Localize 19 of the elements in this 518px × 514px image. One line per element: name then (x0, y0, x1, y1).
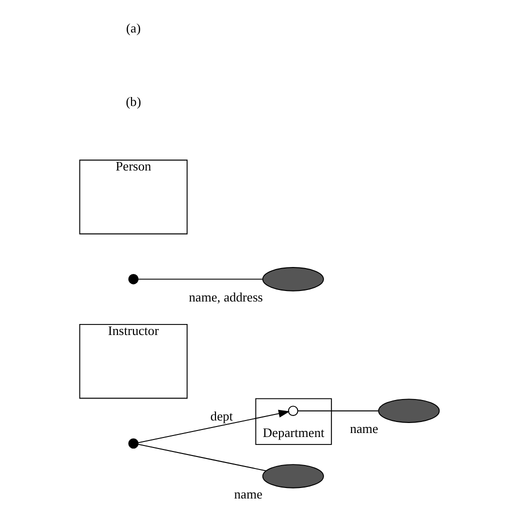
node-circle (128, 274, 138, 284)
label: (a) (126, 20, 140, 36)
cluster: Department (254, 398, 332, 445)
connector (296, 410, 378, 412)
node-circle (128, 438, 138, 449)
label: (b) (125, 94, 141, 110)
node-box: Instructor (78, 324, 188, 399)
node-label: name (234, 486, 262, 502)
node-label: name (349, 420, 378, 436)
node-circle (287, 406, 298, 416)
connector (137, 278, 263, 280)
node-ellipse (262, 464, 324, 488)
edge-label: dept (210, 408, 232, 424)
node-ellipse (378, 398, 440, 423)
node-label: name, address (188, 289, 262, 304)
arrow (137, 410, 290, 444)
node-ellipse (262, 267, 324, 292)
node-box: Person (78, 160, 188, 234)
connector (137, 444, 266, 472)
